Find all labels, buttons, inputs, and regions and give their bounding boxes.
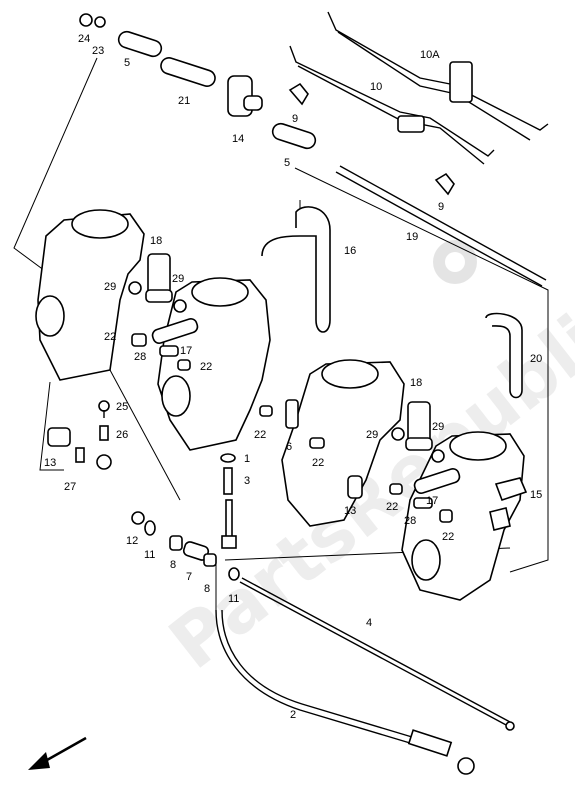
label-13: 13: [344, 505, 356, 517]
label-29: 29: [172, 273, 184, 285]
label-22: 22: [442, 531, 454, 543]
o-ring-29-right: [391, 427, 445, 463]
screw-25: [98, 400, 110, 418]
label-12: 12: [126, 535, 138, 547]
callout-labels: 24 23 5 21 14 9 10A 10 5 9 16 19 18 29 2…: [44, 33, 542, 721]
fitting-18-right: [405, 401, 433, 451]
label-22: 22: [104, 331, 116, 343]
spring-13-left: [47, 427, 71, 447]
label-10: 10: [370, 81, 382, 93]
carburetor-1: [35, 209, 145, 381]
label-22: 22: [386, 501, 398, 513]
joint-14: [227, 75, 263, 117]
label-5: 5: [124, 57, 130, 69]
label-28: 28: [134, 351, 146, 363]
label-20: 20: [530, 353, 542, 365]
label-15: 15: [530, 489, 542, 501]
label-17: 17: [180, 345, 192, 357]
label-18: 18: [410, 377, 422, 389]
label-29: 29: [104, 281, 116, 293]
carburetor-3: [281, 359, 405, 527]
label-22: 22: [254, 429, 266, 441]
label-11: 11: [228, 593, 239, 605]
hose-16: [261, 206, 331, 333]
label-9: 9: [292, 113, 298, 125]
label-9: 9: [438, 201, 444, 213]
screw-26: [99, 425, 109, 441]
label-5: 5: [284, 157, 290, 169]
label-8: 8: [170, 559, 176, 571]
label-26: 26: [116, 429, 128, 441]
clip-9-top: [288, 82, 309, 106]
shaft-4: [239, 577, 515, 731]
o-ring-29-left: [128, 281, 187, 313]
hose-5-top: [117, 30, 163, 58]
label-23: 23: [92, 45, 104, 57]
fitting-17-left: [151, 317, 199, 345]
screw-3: [223, 467, 233, 495]
label-1: 1: [244, 453, 250, 465]
bracket-15: [489, 477, 528, 531]
nut-24: [79, 13, 106, 28]
hose-5-mid: [271, 122, 317, 150]
spring-13-center: [347, 475, 363, 499]
nut-12: [131, 511, 145, 525]
label-7: 7: [186, 571, 192, 583]
screw-27: [75, 447, 112, 470]
rod-19: [335, 165, 547, 287]
fitting-18-left: [145, 253, 173, 303]
label-8: 8: [204, 583, 210, 595]
fitting-17-right: [413, 467, 461, 495]
washer-11-left: [144, 520, 156, 536]
hose-21: [160, 57, 216, 87]
hose-20: [485, 312, 523, 399]
label-17: 17: [426, 495, 438, 507]
label-11: 11: [144, 549, 155, 561]
label-19: 19: [406, 231, 418, 243]
label-14: 14: [232, 133, 244, 145]
label-29: 29: [366, 429, 378, 441]
label-24: 24: [78, 33, 90, 45]
bracket-10A: [327, 11, 549, 141]
washer-11-right: [228, 567, 240, 581]
arrow-icon: [28, 736, 87, 770]
label-10A: 10A: [420, 49, 440, 61]
bushing-8-left: [169, 535, 183, 551]
screw-adjuster: [221, 499, 237, 549]
label-25: 25: [116, 401, 128, 413]
label-13: 13: [44, 457, 56, 469]
cable-2: [215, 609, 475, 775]
label-22: 22: [312, 457, 324, 469]
label-21: 21: [178, 95, 190, 107]
label-16: 16: [344, 245, 356, 257]
fitting-22-center: [259, 399, 325, 449]
clip-9-lower: [434, 172, 455, 196]
bracket-10: [289, 45, 495, 165]
label-2: 2: [290, 709, 296, 721]
label-29: 29: [432, 421, 444, 433]
label-4: 4: [366, 617, 372, 629]
bushing-8-right: [203, 553, 217, 567]
label-18: 18: [150, 235, 162, 247]
label-28: 28: [404, 515, 416, 527]
label-3: 3: [244, 475, 250, 487]
label-6: 6: [286, 441, 292, 453]
fitting-22-left: [131, 333, 191, 371]
fitting-22-right: [389, 483, 453, 523]
label-27: 27: [64, 481, 76, 493]
washer-1: [220, 453, 236, 463]
label-22: 22: [200, 361, 212, 373]
